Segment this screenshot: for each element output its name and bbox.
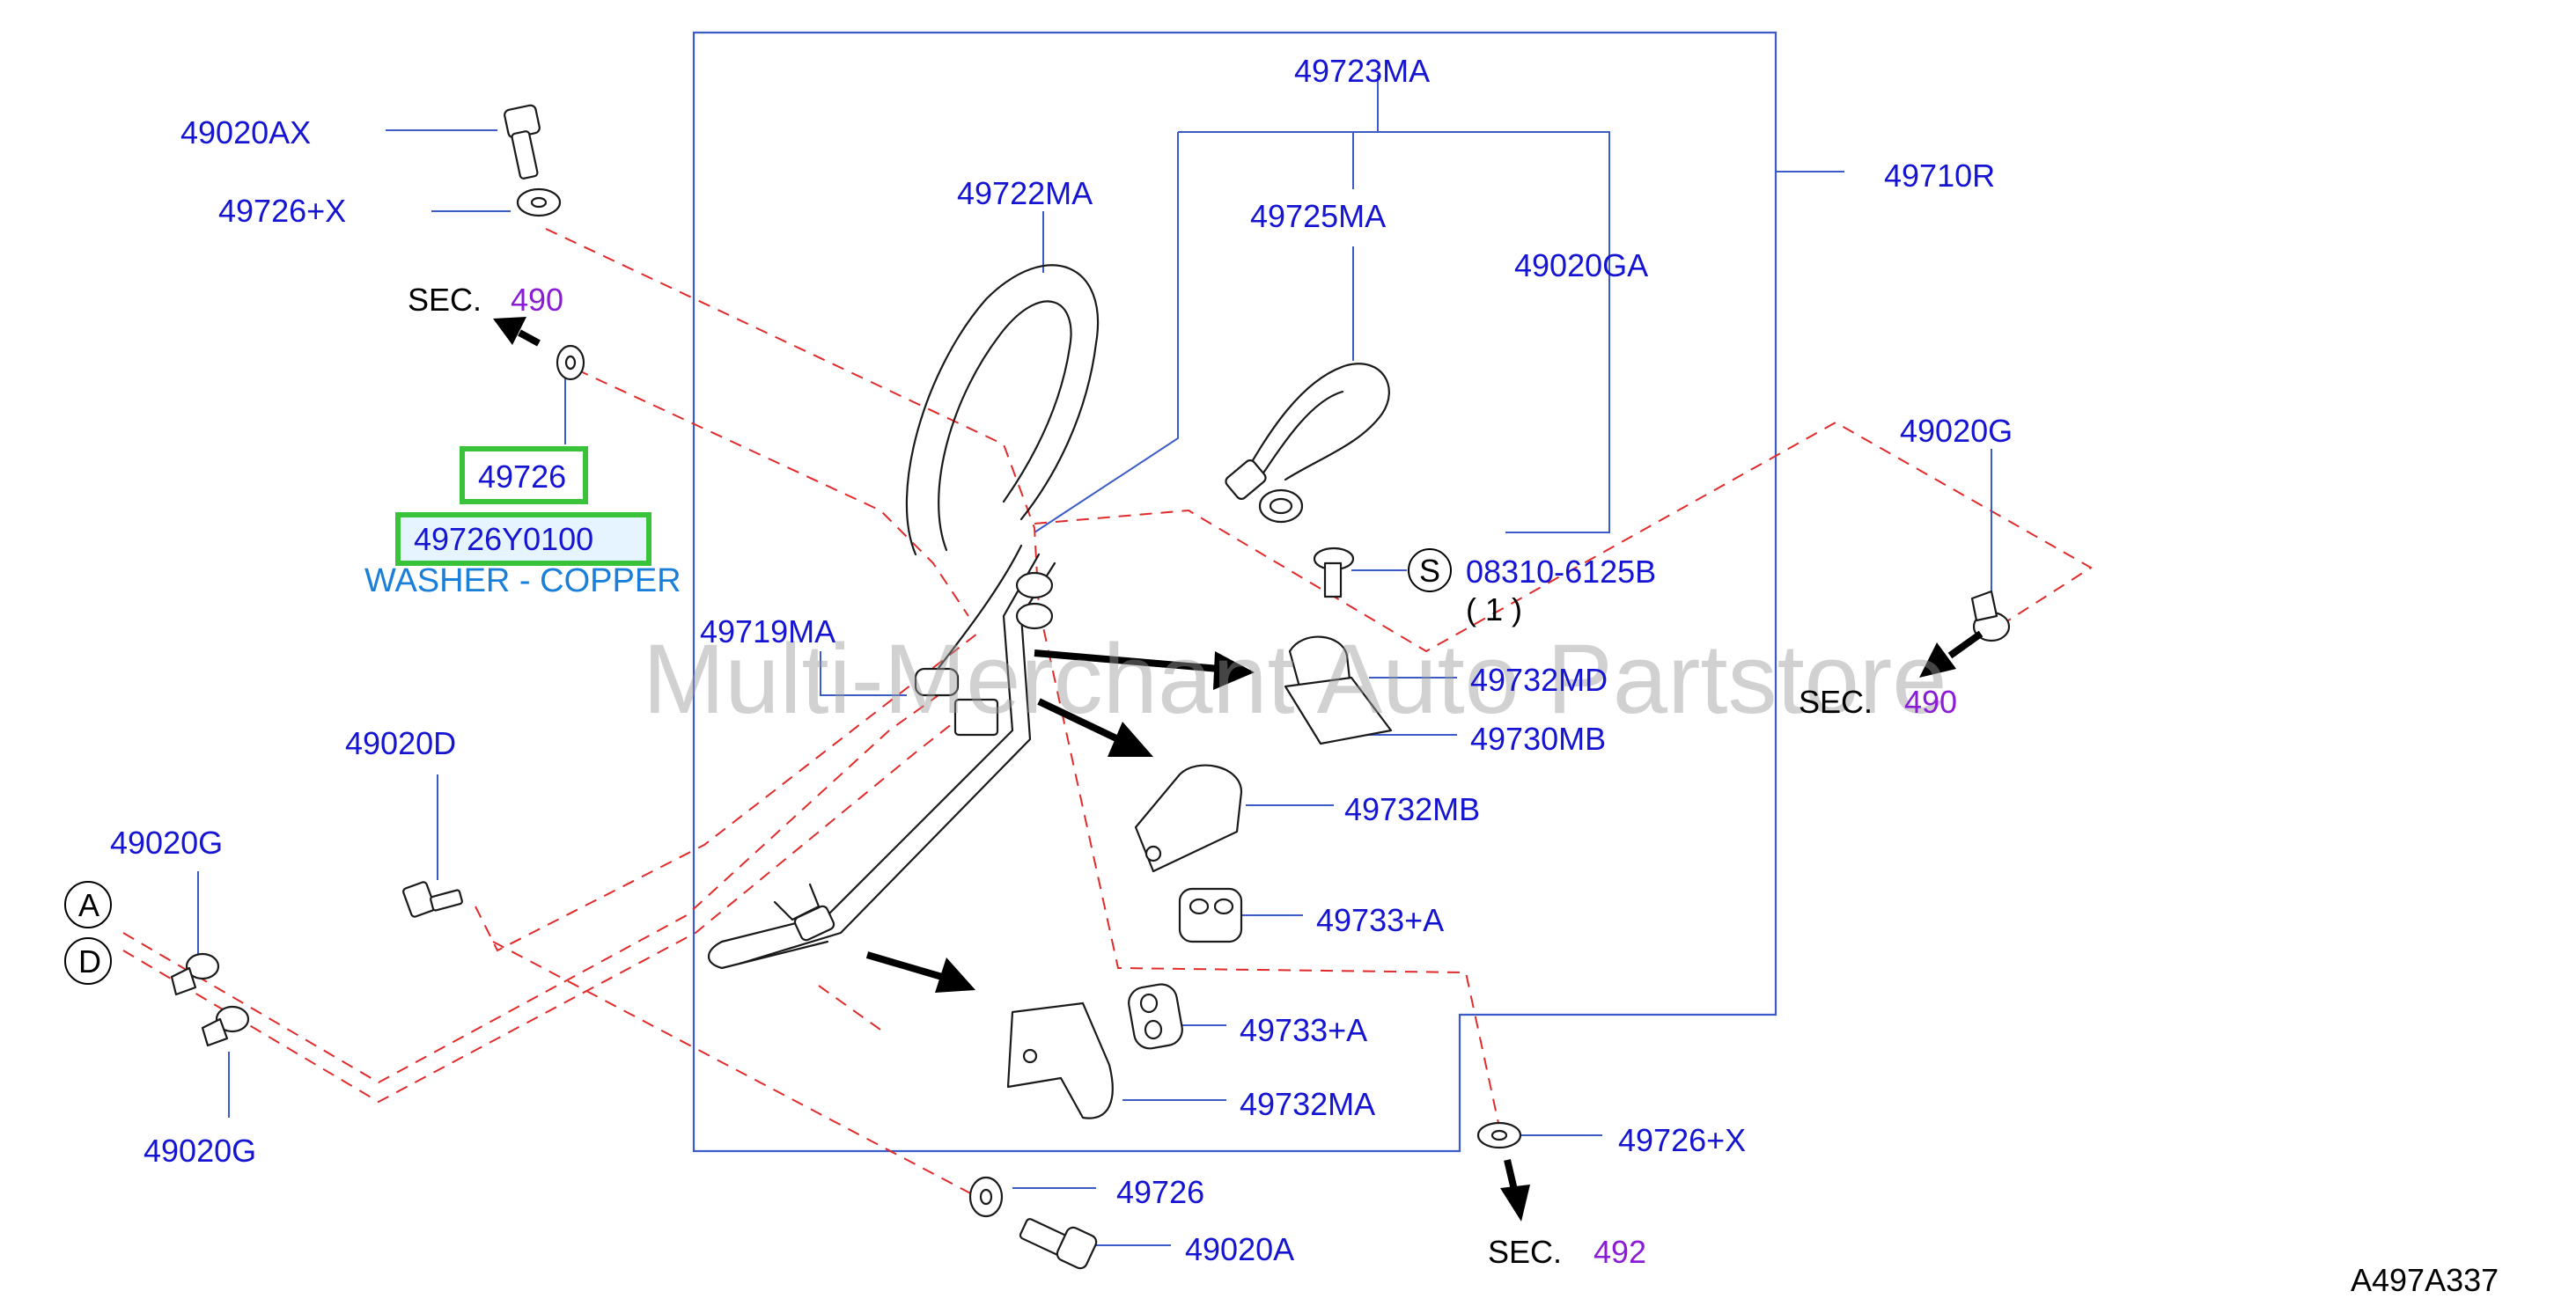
highlight-box-49726Y0100-border [395,512,651,566]
label-49725MA[interactable]: 49725MA [1250,198,1386,234]
label-49020D[interactable]: 49020D [345,725,456,761]
label-sec-490-right[interactable]: 490 [1904,684,1957,720]
watermark: Multi-Merchant Auto Partstore [643,624,1947,734]
s-marker-circle [1408,548,1452,592]
washer-hole [979,1188,993,1206]
leader-49719MA [820,651,907,696]
clip-49020G-right [1970,590,2011,642]
pipe-end-bend [707,940,829,970]
pipe-49719MA [720,544,1056,965]
hose-end [1225,459,1267,500]
washer-hole [564,355,577,371]
label-49719MA[interactable]: 49719MA [700,613,835,649]
clamp-hole [1269,497,1293,515]
label-49723MA[interactable]: 49723MA [1294,53,1430,89]
arrow-to-49732MA [865,951,975,993]
dashed-line-7 [492,941,978,1198]
assembly-frame [692,31,1777,1153]
banjo-bolt-49020A [1019,1218,1098,1270]
label-49732MA[interactable]: 49732MA [1240,1086,1375,1122]
banjo-bolt-49020AX [504,104,541,180]
circle-d-letter: D [78,943,101,980]
label-49733A-1[interactable]: 49733+A [1316,902,1444,938]
dashed-line-3 [1034,421,2093,653]
label-49020AX[interactable]: 49020AX [180,114,311,150]
label-washer-copper: WASHER - COPPER [364,562,681,599]
bracket-49732MA [1006,1002,1114,1119]
arrow-sec492 [1500,1159,1530,1222]
label-49020G-left-top[interactable]: 49020G [110,825,223,861]
bracket-49732MB [1134,764,1243,873]
label-49726X-bottom[interactable]: 49726+X [1618,1122,1746,1158]
label-08310-6125B[interactable]: 08310-6125B [1466,554,1656,590]
label-49733A-2[interactable]: 49733+A [1240,1012,1367,1048]
label-49020G-right[interactable]: 49020G [1900,413,2013,449]
arrow-to-49732MD [1034,649,1255,690]
grommet-49733A-1 [1178,887,1243,943]
diagram-id: A497A337 [2351,1262,2499,1298]
arrow-sec490-right [1919,630,1984,678]
label-49726X-top[interactable]: 49726+X [218,193,346,229]
dashed-line-4 [122,686,952,1084]
clip-49020G-left-bottom [201,1005,250,1047]
label-sec-1: SEC. [408,282,482,318]
hose-49725MA [1235,363,1390,490]
dashed-line-5 [122,703,978,1104]
label-49726-highlight[interactable]: 49726 [478,459,566,495]
label-sec-492[interactable]: 492 [1593,1234,1646,1270]
bracket-hole [1144,845,1162,862]
washer-49726-bottom [968,1176,1004,1218]
hose-assembly-bracket [1034,75,1610,533]
pipe-bracket [953,698,999,737]
label-sec-490-top[interactable]: 490 [511,282,563,318]
bolt-49020D [402,881,463,918]
washer-49726X-bottom [1476,1121,1522,1149]
label-49020GA[interactable]: 49020GA [1514,247,1648,283]
arrow-to-49732MB [1037,698,1153,757]
pipe-bracket-small [773,883,821,921]
label-sec-2: SEC. [1799,684,1873,720]
highlight-box-49726 [460,446,588,504]
dashed-line-6 [475,633,978,952]
pipe-fitting [1015,602,1054,630]
label-49732MD[interactable]: 49732MD [1470,662,1608,698]
label-49020A[interactable]: 49020A [1185,1231,1294,1267]
label-sec-3: SEC. [1488,1234,1562,1270]
label-49722MA[interactable]: 49722MA [957,175,1093,211]
label-49020G-left-bottom[interactable]: 49020G [144,1133,256,1169]
circle-a-letter: A [78,887,99,923]
clip-49020G-left-top [170,952,220,996]
label-qty: ( 1 ) [1466,591,1522,627]
washer-hole [530,196,548,209]
grommet-49733A-2 [1128,983,1183,1050]
label-49732MB[interactable]: 49732MB [1344,791,1480,827]
circle-a [64,881,112,928]
pipe-fitting [1015,571,1054,599]
arrow-sec490-top [493,317,541,347]
label-49710R[interactable]: 49710R [1884,158,1995,194]
bolt-08310-6125B [1313,547,1355,598]
label-49726-bottom[interactable]: 49726 [1116,1174,1204,1210]
plate-49730MB [1284,676,1393,745]
highlight-box-49726Y0100 [398,515,649,563]
pipe-end [914,667,960,697]
hose-49722MA [905,264,1100,556]
label-49730MB[interactable]: 49730MB [1470,721,1606,757]
washer-hole [1490,1129,1508,1141]
label-49726Y0100[interactable]: 49726Y0100 [414,521,593,557]
dashed-line-8 [818,985,881,1031]
bracket-hole [1022,1048,1038,1064]
s-marker-letter: S [1419,553,1440,589]
clamp-49020GA [1258,488,1304,524]
circle-d [64,937,112,985]
